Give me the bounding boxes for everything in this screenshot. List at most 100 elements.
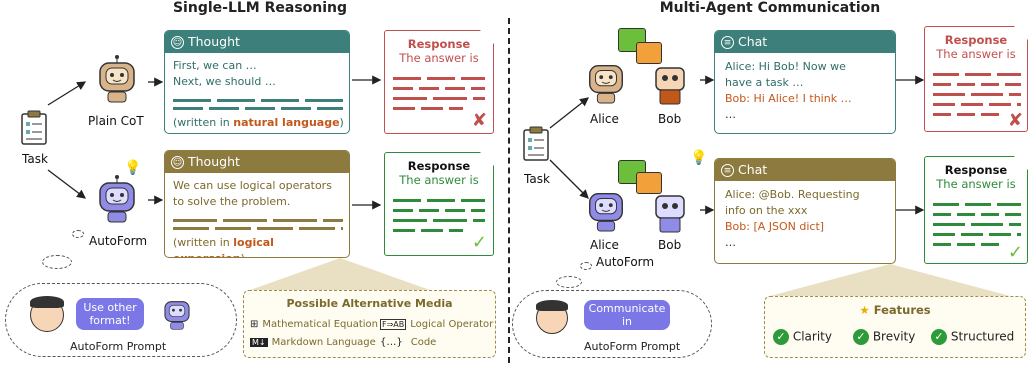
brain-icon: ☺	[171, 35, 184, 49]
placeholder-line	[393, 219, 485, 222]
thought-line: Next, we should …	[173, 75, 276, 88]
brain-icon: ☺	[171, 155, 184, 169]
media-item: {…}Code	[380, 337, 437, 348]
placeholder-line	[933, 233, 1021, 236]
thought-box-logical: ☺Thought We can use logical operators to…	[164, 150, 350, 258]
chat-box-natural: ≡Chat Alice: Hi Bob! Now we have a task …	[714, 30, 896, 134]
response-doc-correct: Response The answer is ✓	[384, 152, 494, 256]
prompt-bubble: Use other format!	[76, 298, 144, 330]
prompt-label: AutoForm Prompt	[70, 340, 167, 353]
placeholder-line	[933, 113, 999, 116]
robot-icon	[160, 296, 194, 330]
chat-line: have a task …	[725, 76, 804, 89]
placeholder-line	[393, 229, 463, 232]
chat-line: …	[725, 236, 736, 249]
feature-item: ✓ Structured	[931, 329, 1014, 345]
chat-line: Alice: Hi Bob! Now we	[725, 60, 846, 73]
robot-icon	[94, 55, 140, 103]
feature-item: ✓ Clarity	[773, 329, 832, 345]
clipboard-icon	[20, 110, 48, 146]
code-icon: {…}	[380, 337, 403, 348]
thought-header: ☺Thought	[165, 31, 349, 53]
placeholder-line	[393, 199, 485, 202]
robot-icon	[584, 186, 628, 232]
placeholder-line	[933, 213, 1021, 216]
check-icon: ✓	[1007, 242, 1023, 263]
flow-arrows	[549, 75, 925, 215]
thought-header: ☺Thought	[165, 151, 349, 173]
cross-icon: ✘	[471, 110, 487, 131]
check-icon: ✓	[853, 329, 869, 345]
placeholder-line	[933, 93, 1021, 96]
chat-bubble-icon	[636, 172, 662, 194]
response-header: Response	[407, 37, 471, 51]
callout-wedge	[250, 258, 430, 290]
equation-icon: ⊞	[250, 319, 259, 330]
section-divider	[508, 18, 510, 363]
placeholder-line	[173, 227, 343, 230]
chat-line: info on the xxx	[725, 204, 808, 217]
robot-icon	[584, 58, 628, 104]
thought-bubble-small	[556, 276, 582, 288]
star-icon: ★	[859, 303, 870, 317]
response-header: Response	[944, 163, 1008, 177]
robot-icon	[94, 175, 140, 223]
response-header: Response	[944, 33, 1008, 47]
placeholder-line	[393, 87, 485, 90]
check-icon: ✓	[931, 329, 947, 345]
lightbulb-icon: 💡	[124, 160, 142, 176]
markdown-icon: M↓	[250, 338, 268, 347]
placeholder-line	[933, 223, 1021, 226]
user-hair	[536, 300, 568, 311]
prompt-bubble: Communicate in non-NL format	[584, 300, 670, 341]
logic-icon: F⇒AB	[380, 319, 407, 330]
thought-line: First, we can …	[173, 59, 257, 72]
media-title: Possible Alternative Media	[286, 297, 453, 310]
response-header: Response	[407, 159, 471, 173]
cross-icon: ✘	[1007, 110, 1023, 131]
response-subtitle: The answer is	[399, 173, 479, 187]
response-doc-correct: Response The answer is ✓	[924, 156, 1028, 264]
task-label: Task	[22, 152, 48, 166]
media-panel: Possible Alternative Media ⊞Mathematical…	[243, 290, 496, 358]
task-label: Task	[524, 172, 550, 186]
chat-line: Bob: Hi Alice! I think …	[725, 92, 852, 105]
features-title: ★ Features	[859, 303, 931, 317]
plain-cot-label: Plain CoT	[88, 114, 144, 128]
thought-note: (written in natural language)	[173, 116, 344, 129]
thought-bubble-small	[42, 255, 72, 269]
check-icon: ✓	[471, 232, 487, 253]
response-subtitle: The answer is	[936, 177, 1016, 191]
placeholder-line	[393, 107, 463, 110]
placeholder-line	[393, 77, 485, 80]
chat-line: …	[725, 108, 736, 121]
placeholder-line	[933, 73, 1021, 76]
thought-line: We can use logical operators	[173, 179, 332, 192]
placeholder-line	[393, 209, 485, 212]
chat-header: ≡Chat	[715, 31, 895, 53]
chat-header: ≡Chat	[715, 159, 895, 181]
autoform-label: AutoForm	[596, 255, 655, 269]
placeholder-line	[393, 97, 485, 100]
placeholder-line	[933, 103, 1021, 106]
callout-wedge	[770, 264, 1010, 296]
response-subtitle: The answer is	[936, 47, 1016, 61]
robot-icon	[650, 62, 690, 106]
task-arrows	[47, 75, 382, 210]
features-panel: ★ Features ✓ Clarity ✓ Brevity ✓ Structu…	[764, 296, 1026, 358]
placeholder-line	[173, 107, 343, 110]
bob-label: Bob	[658, 238, 682, 252]
placeholder-line	[933, 83, 1021, 86]
chat-line: Alice: @Bob. Requesting	[725, 188, 860, 201]
thought-bubble-small	[580, 262, 592, 270]
chat-icon: ≡	[721, 35, 734, 49]
media-item: ⊞Mathematical Equation	[250, 319, 378, 330]
left-section-title: Single-LLM Reasoning	[172, 0, 348, 16]
clipboard-icon	[522, 126, 550, 162]
alice-label: Alice	[590, 238, 619, 252]
chat-bubble-icon	[636, 42, 662, 64]
thought-note: (written in logical experssion)	[173, 236, 274, 257]
check-icon: ✓	[773, 329, 789, 345]
alice-label: Alice	[590, 112, 619, 126]
response-doc-wrong: Response The answer is ✘	[384, 30, 494, 134]
